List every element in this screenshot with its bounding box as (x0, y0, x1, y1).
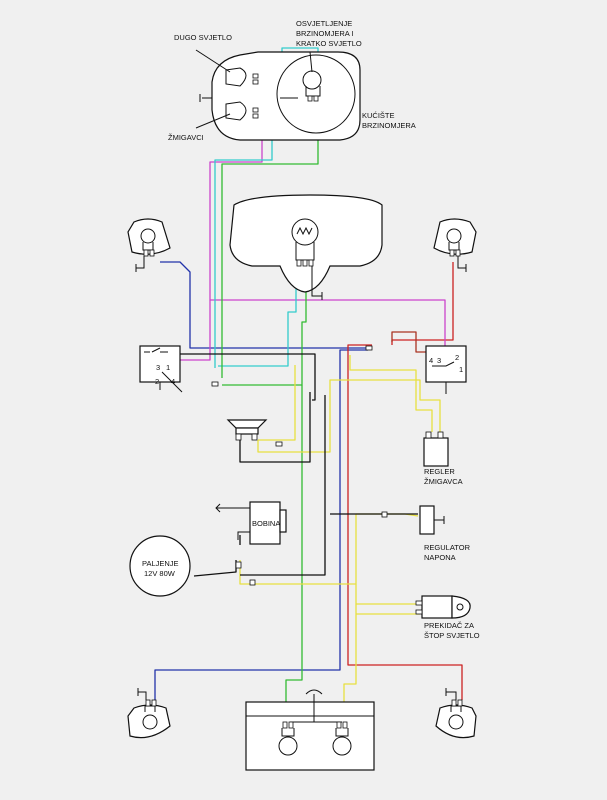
wire-red-rear-right (347, 344, 463, 700)
label-kuciste-line-2: BRZINOMJERA (362, 121, 416, 130)
voltage-regulator (381, 505, 445, 535)
label-regulator-line-1: REGULATOR (424, 543, 471, 552)
generator (129, 535, 256, 597)
wires (154, 47, 463, 724)
wire-darkred-switch (391, 331, 432, 353)
wire-purple-left-switch (180, 300, 211, 361)
right-switch-number-2: 2 (455, 353, 459, 362)
labels: DUGO SVJETLO OSVJETLJENJE BRZINOMJERA I … (142, 19, 480, 640)
left-switch-box: 3 1 2 4 (139, 345, 183, 393)
wire-black-horn (239, 392, 311, 463)
label-paljenje-line-2: 12V 80W (144, 569, 176, 578)
right-switch-number-4: 4 (429, 356, 433, 365)
speedo-bulb (302, 70, 322, 102)
high-beam-indicator-bulb (225, 67, 259, 87)
label-osvjetljenje-line-1: OSVJETLJENJE (296, 19, 352, 28)
wire-yellow-stop (355, 584, 420, 605)
label-regler-line-1: REGLER (424, 467, 455, 476)
label-kuciste-line-1: KUĆIŠTE (362, 111, 395, 120)
tail-bulb-left (278, 721, 298, 756)
label-bobina: BOBINA (252, 519, 280, 528)
label-paljenje-line-1: PALJENJE (142, 559, 179, 568)
label-prekidac-line-2: ŠTOP SVJETLO (424, 631, 480, 640)
leader-dugo-svjetlo (195, 49, 231, 73)
right-switch-box: 4 3 2 1 (425, 345, 467, 394)
indicator-relay (423, 431, 449, 467)
left-switch-number-1: 1 (166, 363, 170, 372)
label-osvjetljenje-line-2: BRZINOMJERA I (296, 29, 354, 38)
wire-green-rear (285, 385, 303, 724)
leader-osvjetljenje (309, 51, 313, 73)
stop-light-switch (415, 595, 471, 619)
wire-yellow-horn (257, 379, 441, 453)
wire-purple-indicator (209, 118, 446, 358)
left-switch-number-3: 3 (156, 363, 160, 372)
wire-blue-rear-left (154, 349, 368, 700)
horn (226, 419, 268, 441)
label-zmigavci: ŽMIGAVCI (168, 133, 204, 142)
wire-black-switch-box (178, 353, 316, 401)
rear-left-indicator (127, 688, 171, 739)
wire-yellow-regler (258, 365, 296, 441)
ignition-coil (215, 501, 287, 545)
label-dugo-svjetlo: DUGO SVJETLO (174, 33, 232, 42)
tail-light (245, 689, 375, 771)
label-prekidac-line-1: PREKIDAČ ZA (424, 621, 474, 630)
speedometer-housing (199, 51, 361, 141)
label-regler-line-2: ŽMIGAVCA (424, 477, 463, 486)
wire-blue-front-left (160, 261, 368, 349)
label-regulator-line-2: NAPONA (424, 553, 456, 562)
wire-cyan-headlight (218, 268, 301, 367)
left-switch-number-4: 4 (171, 377, 175, 386)
junctions (211, 345, 373, 447)
label-osvjetljenje-line-3: KRATKO SVJETLO (296, 39, 362, 48)
wire-green-headlight (222, 268, 307, 386)
right-switch-number-3: 3 (437, 356, 441, 365)
wire-yellow-regler-top (349, 355, 433, 432)
headlight (229, 194, 383, 300)
leader-zmigavci (195, 113, 231, 129)
front-right-indicator (433, 218, 477, 272)
rear-right-indicator (435, 688, 477, 739)
front-left-indicator (127, 218, 171, 272)
tail-bulb-right (332, 721, 352, 756)
indicator-bulb (225, 101, 259, 121)
right-switch-number-1: 1 (459, 365, 463, 374)
wire-red-front-right (391, 262, 454, 345)
